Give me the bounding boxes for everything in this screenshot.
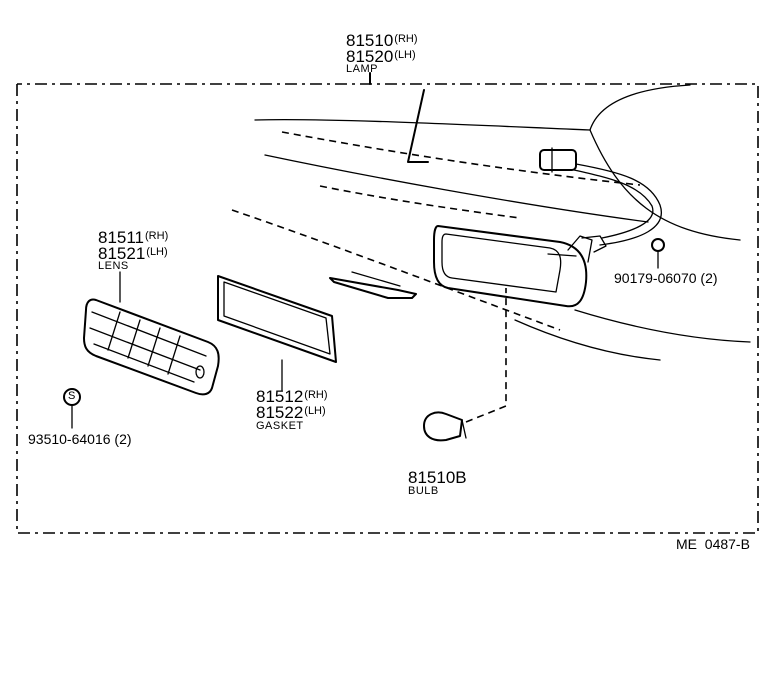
gasket-part [217, 275, 337, 363]
bulb-number: 81510B [408, 468, 467, 487]
gasket-rh-number: 81512(RH) [256, 387, 328, 406]
gasket-name: GASKET [256, 420, 304, 432]
clip-number: 90179-06070 (2) [614, 270, 718, 286]
lens-lh-number: 81521(LH) [98, 244, 168, 263]
clip-part [651, 238, 665, 269]
screw-number: 93510-64016 (2) [28, 431, 132, 447]
reflector-part [329, 271, 417, 299]
leader-lines [119, 271, 283, 391]
bulb-name: BULB [408, 485, 439, 497]
diagram-frame [16, 72, 759, 534]
screw-symbol-letter: S [68, 390, 76, 402]
gasket-lh-number: 81522(LH) [256, 403, 326, 422]
diagram-code: ME 0487-B [676, 536, 750, 552]
lens-rh-number: 81511(RH) [98, 228, 169, 247]
lamp-housing [407, 89, 662, 308]
lens-name: LENS [98, 260, 129, 272]
screw-symbol-icon [63, 388, 81, 429]
lamp-name: LAMP [346, 63, 378, 75]
lens-part [83, 298, 220, 396]
lamp-rh-number: 81510(RH) [346, 31, 418, 50]
vehicle-body-outline [231, 84, 751, 361]
bulb-part [423, 288, 507, 442]
lamp-lh-number: 81520(LH) [346, 47, 416, 66]
